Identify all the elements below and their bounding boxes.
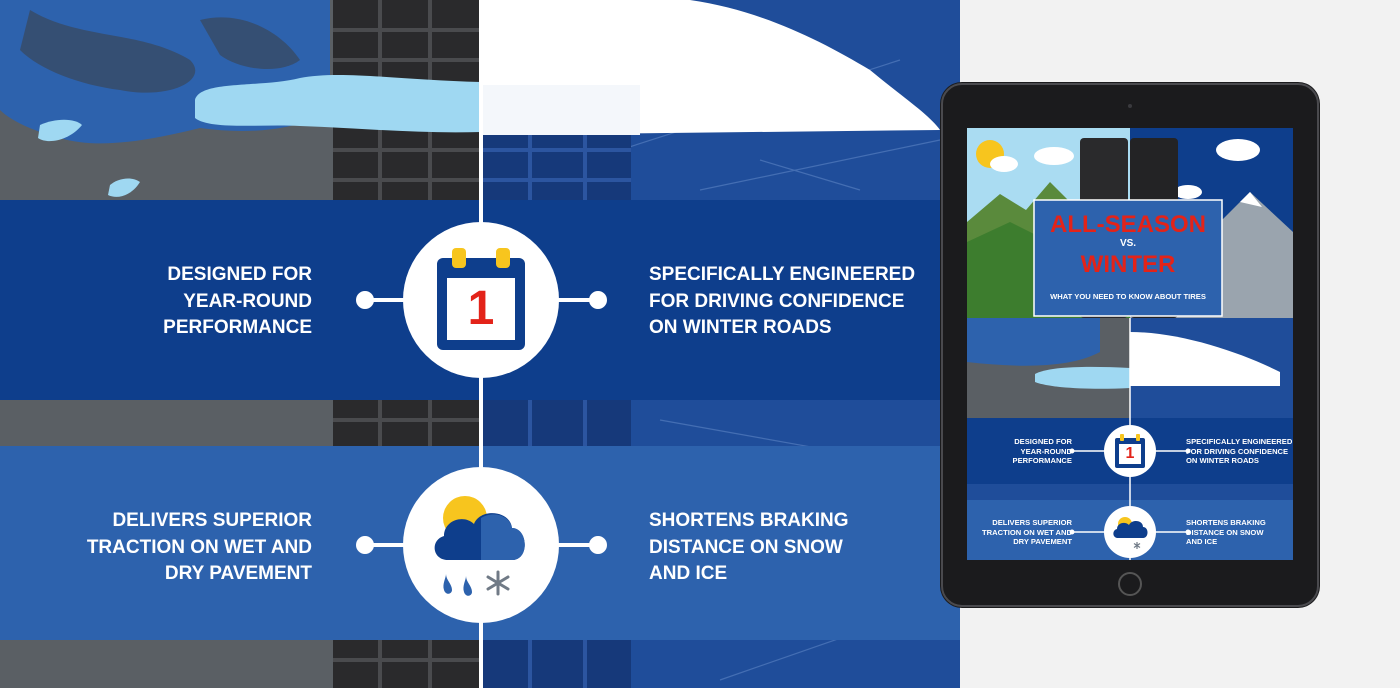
tablet-row1-right-line: SPECIFICALLY ENGINEERED (1186, 437, 1293, 446)
row1-right-line: ON WINTER ROADS (649, 317, 832, 338)
tablet-subtitle: WHAT YOU NEED TO KNOW ABOUT TIRES (1050, 292, 1206, 301)
row1-right-text: SPECIFICALLY ENGINEERED FOR DRIVING CONF… (649, 262, 949, 342)
row1-left-line: DESIGNED FOR (167, 264, 312, 285)
tablet-row1-left-line: YEAR-ROUND (1020, 446, 1072, 456)
tablet-row2-left: DELIVERS SUPERIOR TRACTION ON WET AND DR… (976, 518, 1072, 547)
calendar-icon (437, 248, 525, 350)
tablet-mockup: ALL-SEASON VS. WINTER WHAT YOU NEED TO K… (940, 82, 1320, 608)
row2-left-text: DELIVERS SUPERIOR TRACTION ON WET AND DR… (60, 508, 312, 588)
tablet-title-bottom: WINTER (1080, 251, 1176, 278)
tablet-row2-left-line: DRY PAVEMENT (1013, 537, 1072, 547)
row2-left-line: DRY PAVEMENT (164, 563, 312, 584)
tablet-row2-right-line: DISTANCE ON SNOW (1186, 527, 1264, 537)
calendar-number: 1 (467, 282, 495, 335)
water-puddle (195, 74, 481, 133)
row1-left-line: YEAR-ROUND (183, 290, 312, 312)
tablet-row2-left-line: DELIVERS SUPERIOR (992, 518, 1072, 527)
tablet-row2-right-line: AND ICE (1186, 537, 1218, 547)
tablet-row2-left-line: TRACTION ON WET AND (982, 527, 1072, 537)
tablet-calendar-number: 1 (1125, 445, 1135, 462)
infographic: 1 DESIGNED FOR YEAR-ROUND PERFORMANCE SP… (0, 0, 960, 688)
row2-right-line: SHORTENS BRAKING (649, 510, 849, 531)
tablet-row2-right: SHORTENS BRAKING DISTANCE ON SNOW AND IC… (1186, 518, 1286, 547)
row2-right-line: DISTANCE ON SNOW (649, 536, 843, 558)
tablet-screen (967, 128, 1293, 560)
row1-right-line: SPECIFICALLY ENGINEERED (649, 264, 916, 285)
weather-icon (434, 496, 525, 596)
tablet-row1-right-line: ON WINTER ROADS (1186, 456, 1259, 466)
row2-left-line: DELIVERS SUPERIOR (112, 510, 312, 531)
row2-right-text: SHORTENS BRAKING DISTANCE ON SNOW AND IC… (649, 508, 909, 588)
tablet-row1-left: DESIGNED FOR YEAR-ROUND PERFORMANCE (980, 437, 1073, 466)
row1-right-line: FOR DRIVING CONFIDENCE (649, 290, 905, 312)
row1-left-text: DESIGNED FOR YEAR-ROUND PERFORMANCE (100, 262, 312, 342)
camera-icon (1128, 104, 1132, 108)
row2-left-line: TRACTION ON WET AND (86, 536, 312, 558)
tablet-row1-left-line: PERFORMANCE (1012, 456, 1073, 466)
tablet-title-top: ALL-SEASON (1050, 211, 1206, 238)
row1-left-line: PERFORMANCE (163, 317, 312, 338)
tablet-row1-right-line: FOR DRIVING CONFIDENCE (1186, 446, 1289, 456)
row2-right-line: AND ICE (649, 563, 728, 584)
tablet-title-vs: VS. (1119, 238, 1137, 249)
tablet-row2-right-line: SHORTENS BRAKING (1186, 518, 1266, 527)
tablet-art (940, 82, 1320, 608)
tablet-row1-right: SPECIFICALLY ENGINEERED FOR DRIVING CONF… (1186, 437, 1296, 466)
tablet-row1-left-line: DESIGNED FOR (1014, 437, 1072, 446)
home-button-icon (1118, 572, 1142, 596)
infographic-art (0, 0, 960, 688)
